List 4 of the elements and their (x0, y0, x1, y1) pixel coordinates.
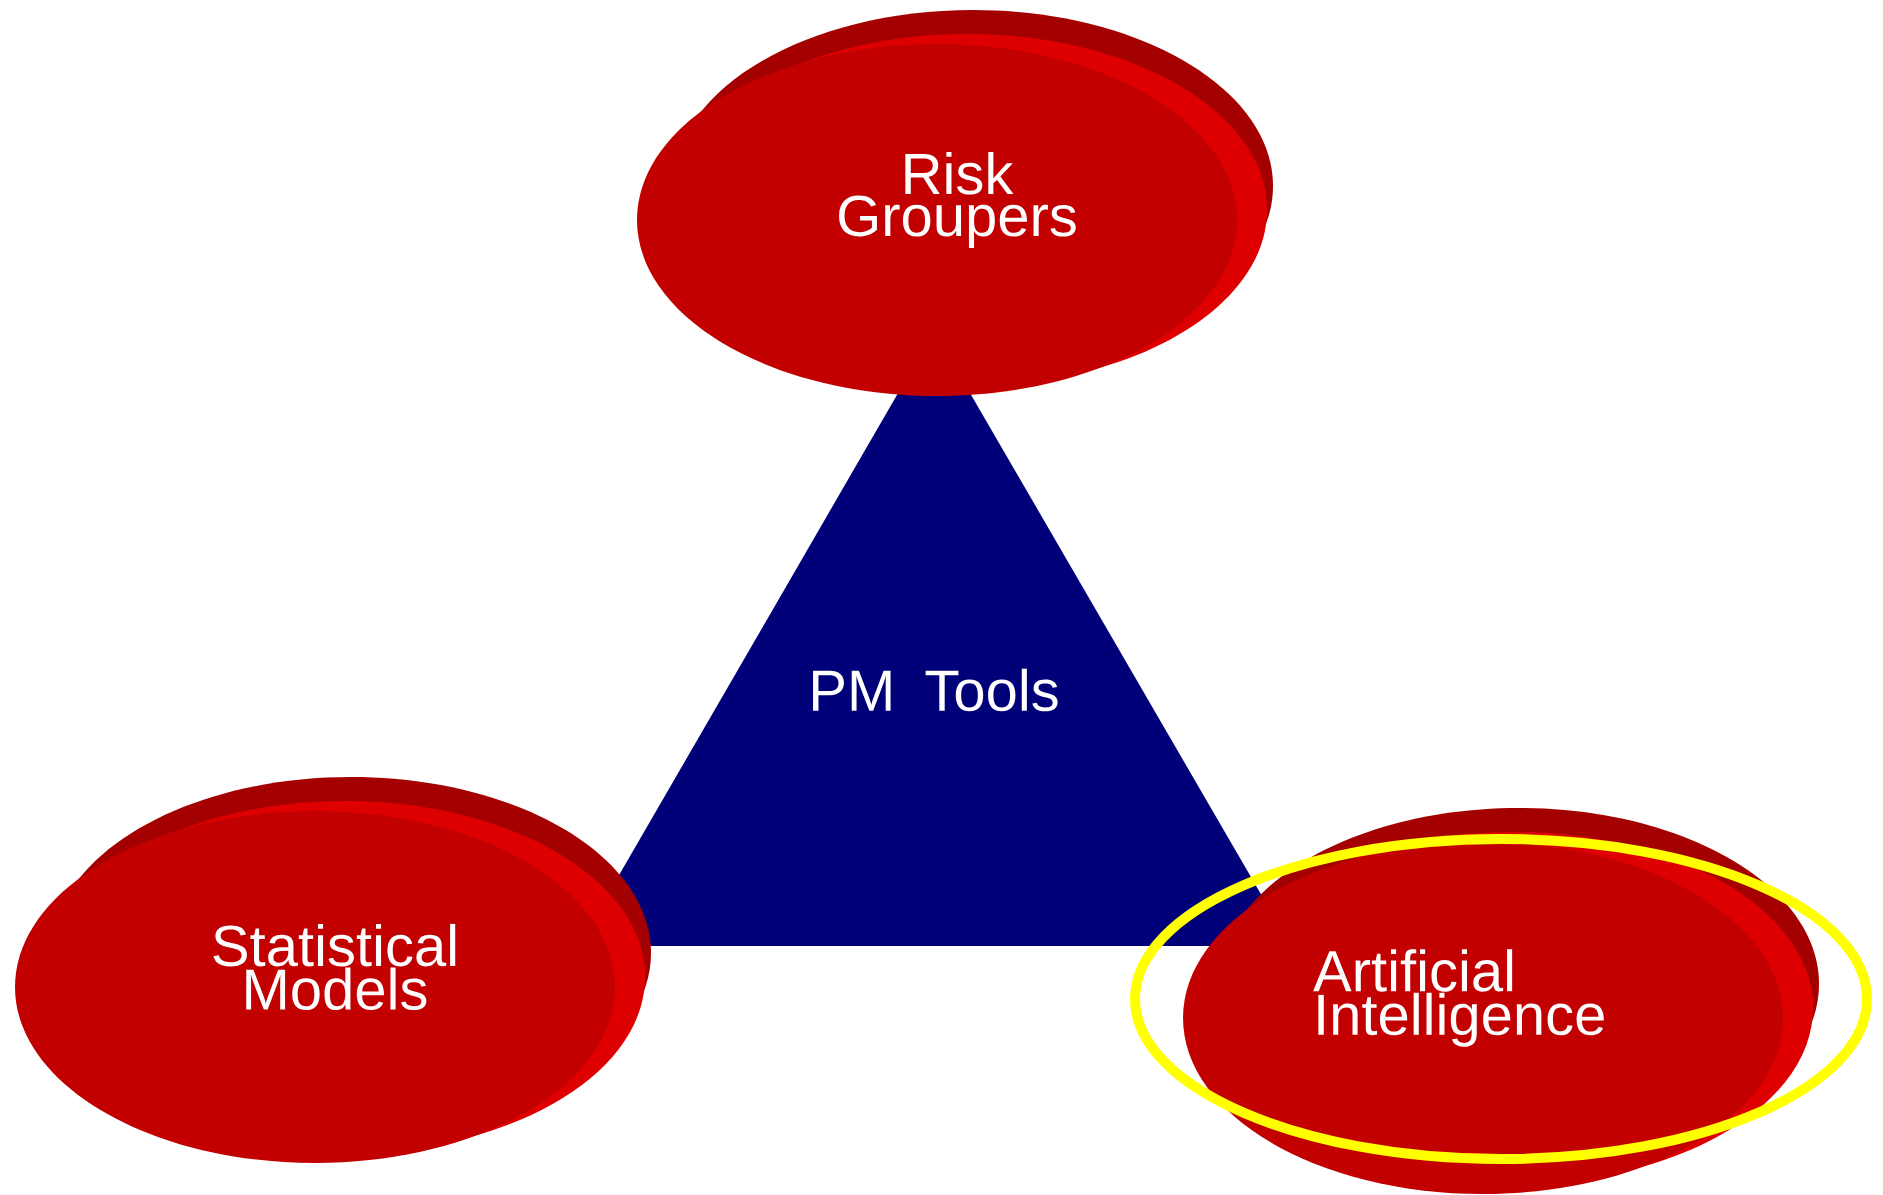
ellipse-bubble: Artificial Intelligence (1183, 808, 1819, 1194)
ellipse-bubble: Statistical Models (15, 777, 651, 1163)
triangle: PM Tools (578, 331, 1291, 946)
ellipse-bubble: Risk Groupers (637, 10, 1273, 396)
